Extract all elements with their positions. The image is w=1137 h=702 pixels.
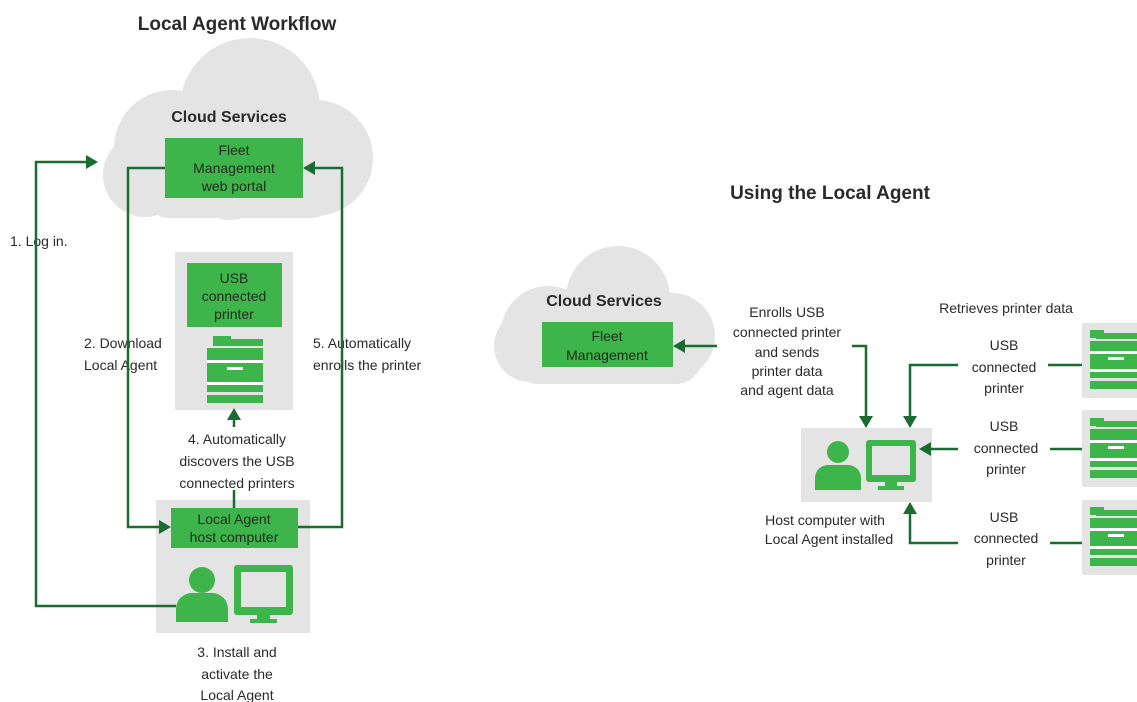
right-cloud-label: Cloud Services <box>546 293 662 310</box>
arrow-icon <box>86 155 98 169</box>
enroll-line-5: and agent data <box>740 382 834 398</box>
printer-icon <box>207 336 263 403</box>
enroll-line-3: and sends <box>755 344 820 360</box>
fleet-line-2: Management <box>566 347 648 363</box>
arrow-icon <box>919 442 931 456</box>
person-icon <box>176 567 228 622</box>
enroll-line-1: Enrolls USB <box>749 304 824 320</box>
arrow-icon <box>859 416 873 428</box>
arrow-icon <box>227 408 241 420</box>
arrow-icon <box>303 161 315 175</box>
step-2-line-1: 2. Download <box>84 335 162 351</box>
step-3-line-3: Local Agent <box>200 687 273 702</box>
printer-icon <box>1082 410 1137 487</box>
printer-3-connector <box>908 512 958 545</box>
host-info-line-2: Local Agent installed <box>765 531 893 547</box>
person-icon <box>815 441 861 490</box>
step-1-label: 1. Log in. <box>10 233 68 249</box>
usb-label-1-line-1: USB <box>990 337 1019 353</box>
left-cloud-label: Cloud Services <box>171 109 287 126</box>
arrow-icon <box>673 339 685 353</box>
enroll-line-4: printer data <box>752 363 823 379</box>
usb-label-3-line-2: connected <box>974 530 1039 546</box>
usb-label-3-line-3: printer <box>986 552 1026 568</box>
arrow-icon <box>903 502 917 514</box>
monitor-icon <box>866 440 916 490</box>
step-3-line-2: activate the <box>201 666 273 682</box>
download-connector <box>126 166 165 529</box>
right-title: Using the Local Agent <box>730 183 931 204</box>
usb-label-1-line-2: connected <box>972 359 1037 375</box>
printer-icon <box>1082 500 1137 575</box>
host-line-2: host computer <box>190 529 279 545</box>
step-4-line-2: discovers the USB <box>179 453 294 469</box>
step-2-line-2: Local Agent <box>84 357 157 373</box>
usb-printer-box <box>187 263 282 327</box>
usb-label-2-line-2: connected <box>974 440 1039 456</box>
retrieve-text: Retrieves printer data <box>939 300 1073 316</box>
portal-line-1: Fleet <box>218 142 249 158</box>
step-4-line-1: 4. Automatically <box>188 431 286 447</box>
usb-printer-line-1: USB <box>220 270 249 286</box>
login-connector <box>34 160 176 608</box>
portal-line-3: web portal <box>201 178 267 194</box>
printer-icon <box>1082 323 1137 398</box>
step-5-line-1: 5. Automatically <box>313 335 411 351</box>
printer-1-connector <box>908 363 958 418</box>
enroll-line-2: connected printer <box>733 324 842 340</box>
arrow-icon <box>159 520 171 534</box>
portal-line-2: Management <box>193 160 275 176</box>
host-line-1: Local Agent <box>197 511 270 527</box>
usb-label-1-line-3: printer <box>984 380 1024 396</box>
arrow-icon <box>903 416 917 428</box>
usb-label-2-line-1: USB <box>990 418 1019 434</box>
fleet-portal-box <box>165 138 303 198</box>
step-3-line-1: 3. Install and <box>197 644 276 660</box>
usb-printer-line-3: printer <box>214 306 254 322</box>
usb-printer-line-2: connected <box>202 288 267 304</box>
step-5-line-2: enrolls the printer <box>313 357 422 373</box>
fleet-management-box <box>542 322 673 367</box>
host-info-line-1: Host computer with <box>765 512 885 528</box>
host-computer-box <box>171 508 298 548</box>
monitor-icon <box>234 565 293 623</box>
enroll-connector <box>298 166 344 529</box>
enroll-down-connector <box>852 344 868 418</box>
usb-label-3-line-1: USB <box>990 509 1019 525</box>
fleet-line-1: Fleet <box>591 328 622 344</box>
step-4-line-3: connected printers <box>179 475 294 491</box>
left-title: Local Agent Workflow <box>138 14 337 35</box>
usb-label-2-line-3: printer <box>986 461 1026 477</box>
